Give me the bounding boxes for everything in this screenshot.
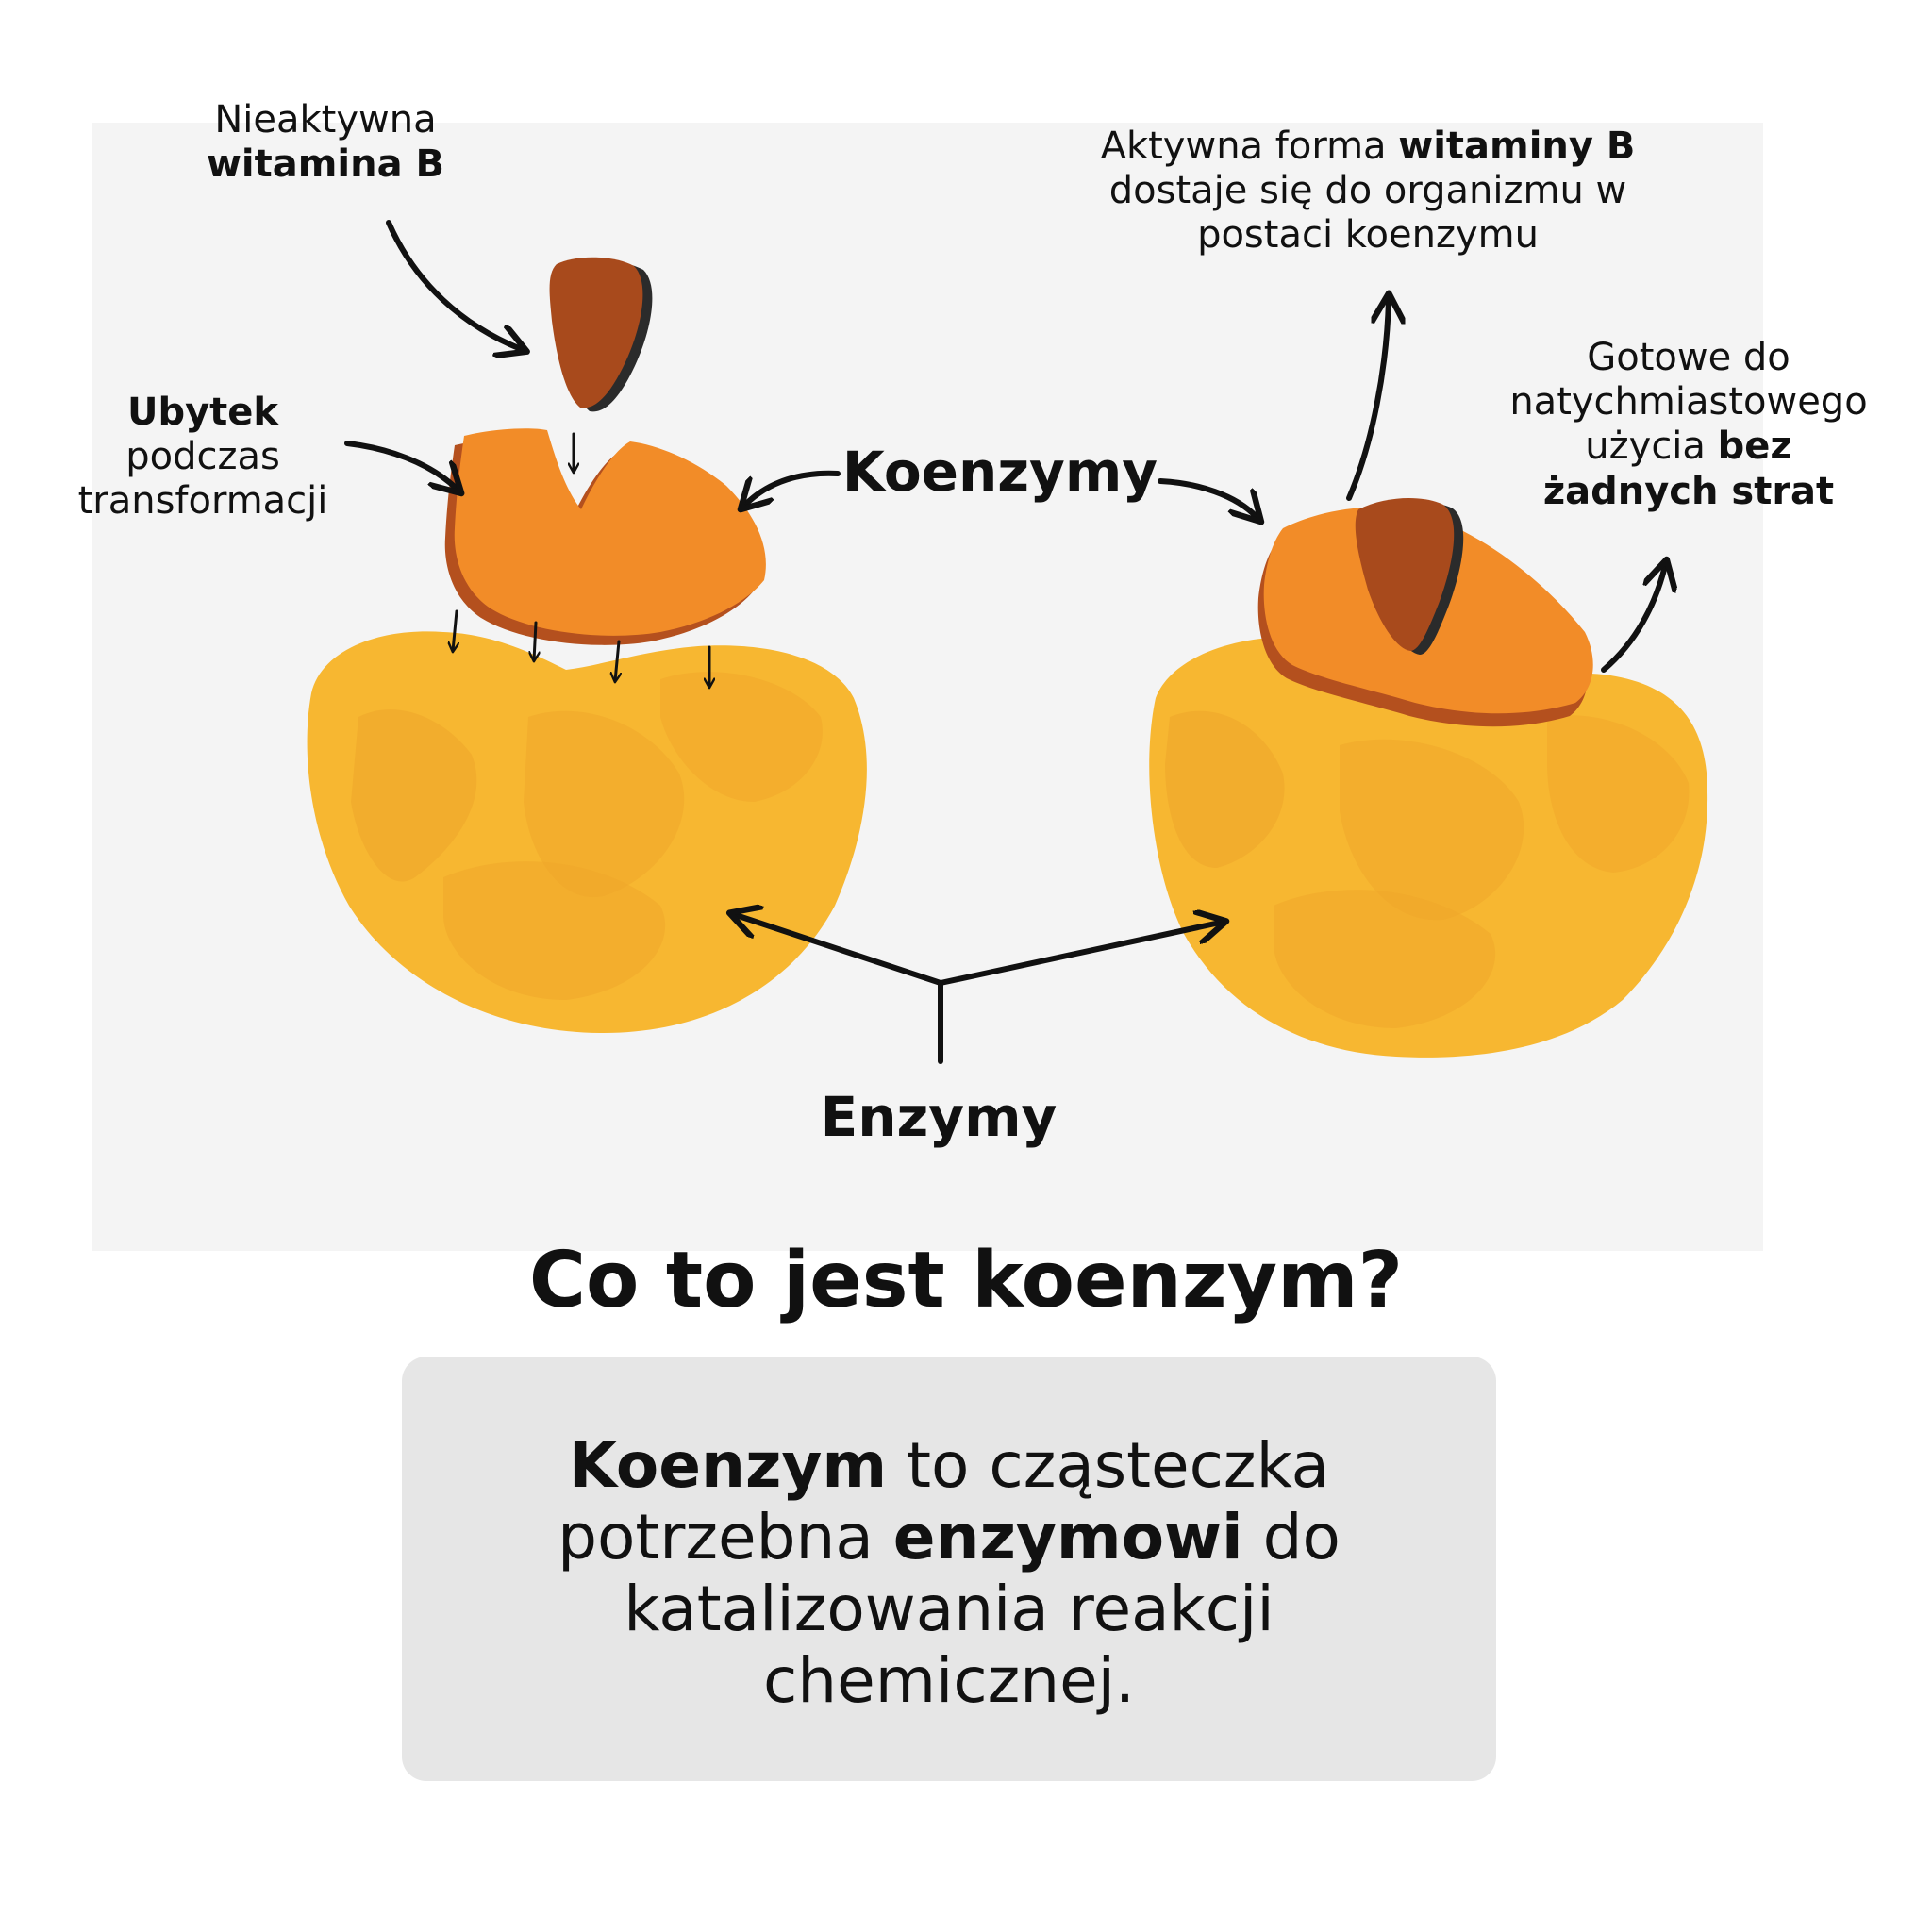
- definition-card: Koenzym to cząsteczka potrzebna enzymowi…: [402, 1357, 1496, 1781]
- arrow-enzymes-right: [938, 923, 1220, 986]
- arrow-enzymes-left: [736, 915, 943, 986]
- label-enzymes: Enzymy: [820, 1085, 1058, 1149]
- arrow-koenzymy-left: [745, 470, 841, 505]
- label-loss: Ubytek podczas transformacji: [77, 391, 328, 524]
- coenzyme-left: [444, 428, 766, 645]
- small-arrow-loss-2: [534, 621, 536, 660]
- vitamin-inactive: [549, 257, 653, 412]
- label-inactive-vitamin: Nieaktywna witamina B: [206, 98, 445, 187]
- label-coenzymes: Koenzymy: [841, 440, 1158, 504]
- arrow-inactive-to-coenzyme: [386, 220, 521, 349]
- enzyme-left: [307, 631, 867, 1033]
- page-title: Co to jest koenzym?: [528, 1236, 1404, 1325]
- enzyme-right: [1149, 637, 1708, 1058]
- label-ready: Gotowe do natychmiastowego użycia bez ża…: [1509, 336, 1868, 513]
- definition-text: Koenzym to cząsteczka potrzebna enzymowi…: [558, 1429, 1341, 1717]
- arrow-loss: [344, 441, 457, 489]
- label-active-form: Aktywna forma witaminy B dostaje się do …: [1100, 125, 1636, 258]
- arrow-koenzymy-right: [1158, 478, 1257, 517]
- small-arrow-loss-1: [453, 609, 457, 651]
- small-arrow-loss-3: [615, 640, 619, 681]
- arrow-active-up: [1346, 300, 1389, 501]
- coenzyme-right: [1257, 498, 1593, 727]
- arrow-ready: [1601, 566, 1665, 673]
